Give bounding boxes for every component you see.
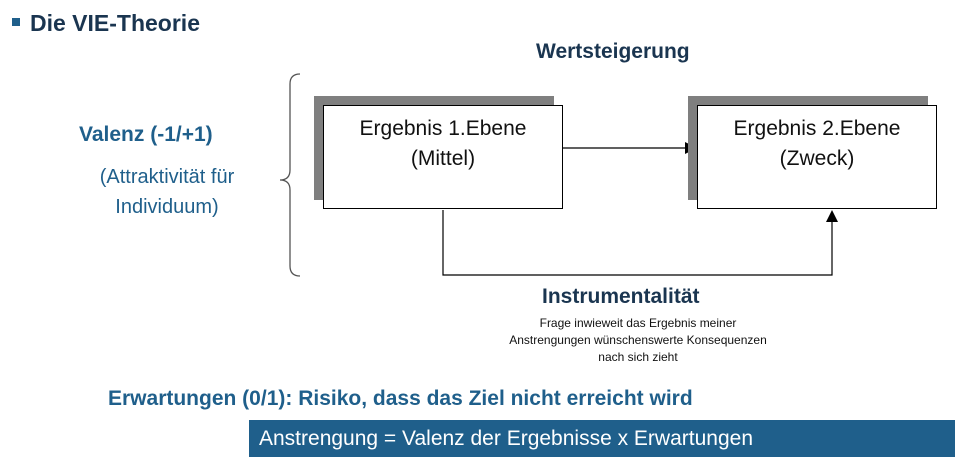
instrumentalitaet-description: Frage inwieweit das Ergebnis meiner Anst… [509, 316, 767, 364]
square-bullet-icon [12, 18, 20, 26]
wertsteigerung-label: Wertsteigerung [536, 40, 690, 63]
erwartungen-label: Erwartungen (0/1): Risiko, dass das Ziel… [108, 387, 693, 410]
ergebnis-2-box: Ergebnis 2.Ebene (Zweck) [697, 105, 937, 209]
page-title-text: Die VIE-Theorie [30, 10, 200, 36]
valenz-label: Valenz (-1/+1) [79, 123, 213, 146]
arrow-instrumentalitaet [442, 210, 833, 276]
ergebnis-2-subtitle: (Zweck) [779, 147, 855, 170]
ergebnis-2-title: Ergebnis 2.Ebene [733, 117, 901, 140]
ergebnis-1-box: Ergebnis 1.Ebene (Mittel) [323, 105, 563, 209]
page-title: Die VIE-Theorie [12, 10, 200, 37]
valenz-description: (Attraktivität für Individuum) [99, 166, 235, 218]
instrumentalitaet-label: Instrumentalität [542, 285, 700, 308]
ergebnis-1-subtitle: (Mittel) [410, 147, 476, 170]
formula-bar: Anstrengung = Valenz der Ergebnisse x Er… [249, 420, 955, 457]
arrow-head-up-icon [826, 210, 838, 222]
ergebnis-1-title: Ergebnis 1.Ebene [359, 117, 527, 140]
valenz-brace [279, 73, 301, 277]
